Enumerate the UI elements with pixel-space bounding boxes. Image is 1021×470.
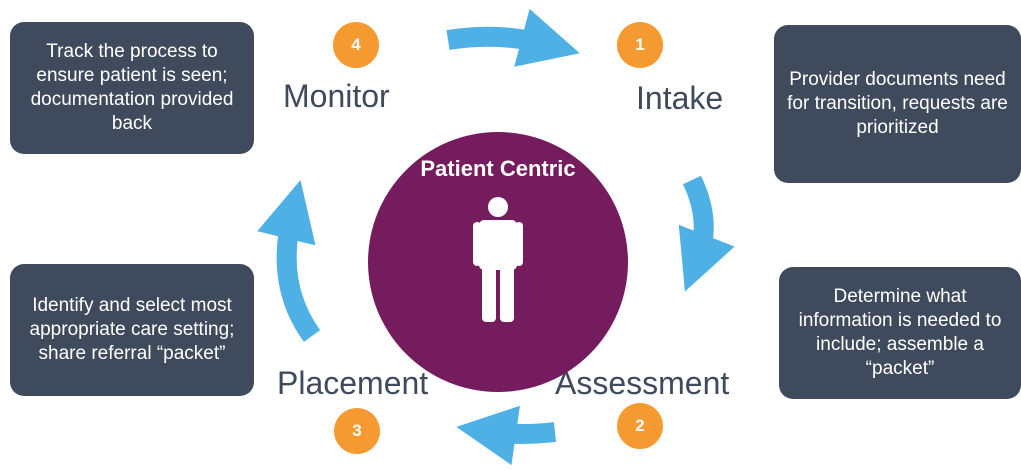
- step-label-placement: Placement: [277, 365, 429, 401]
- step-badge-4: 4: [333, 22, 379, 68]
- person-icon: [473, 197, 523, 322]
- step-badge-2: 2: [617, 403, 663, 449]
- step-badge-3: 3: [334, 408, 380, 454]
- intake-description-box: Provider documents need for transition, …: [774, 25, 1021, 183]
- arrow-intake-to-assessment: [678, 175, 735, 292]
- assessment-description: Determine what information is needed to …: [798, 286, 1002, 379]
- arrow-placement-to-monitor: [257, 180, 321, 342]
- assessment-description-box: Determine what information is needed to …: [779, 267, 1021, 399]
- step-label-intake: Intake: [636, 80, 724, 116]
- arrow-monitor-to-intake: [446, 8, 580, 67]
- hub-title: Patient Centric: [420, 156, 576, 181]
- placement-description: Identify and select most appropriate car…: [29, 295, 235, 364]
- step-label-monitor: Monitor: [283, 78, 390, 114]
- arrow-assessment-to-placement: [456, 405, 557, 466]
- step-label-assessment: Assessment: [555, 365, 730, 401]
- intake-description: Provider documents need for transition, …: [787, 69, 1008, 138]
- placement-description-box: Identify and select most appropriate car…: [10, 264, 254, 396]
- monitor-description: Track the process to ensure patient is s…: [30, 41, 234, 134]
- step-badge-1: 1: [617, 22, 663, 68]
- patient-centric-hub: Patient Centric: [368, 132, 628, 392]
- monitor-description-box: Track the process to ensure patient is s…: [10, 22, 254, 154]
